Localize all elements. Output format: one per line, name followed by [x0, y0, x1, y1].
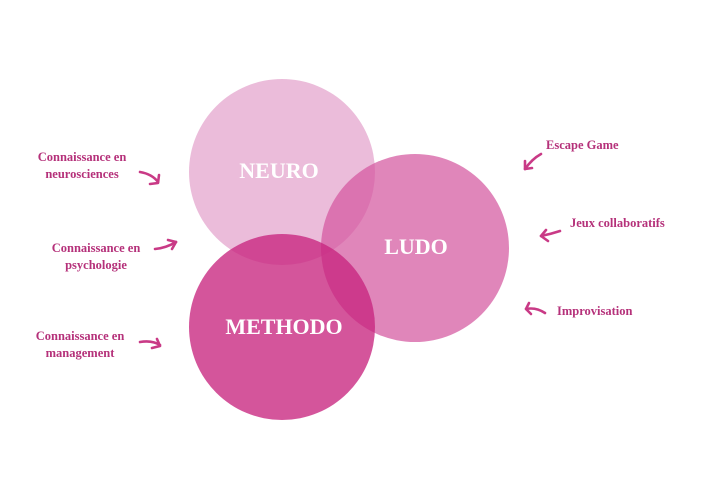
label-neurosciences-line1: Connaissance en — [38, 150, 127, 164]
label-escape-game: Escape Game — [546, 138, 619, 152]
ludo-title: LUDO — [384, 234, 448, 259]
label-improvisation: Improvisation — [557, 304, 633, 318]
label-psychologie-line2: psychologie — [65, 258, 127, 272]
label-neurosciences-line2: neurosciences — [45, 167, 119, 181]
methodo-title: METHODO — [225, 314, 342, 339]
arrow-neurosciences-icon — [138, 170, 161, 186]
arrow-psychologie-icon — [153, 238, 178, 251]
label-psychologie-line1: Connaissance en — [52, 241, 141, 255]
label-jeux-collaboratifs: Jeux collaboratifs — [570, 216, 665, 230]
arrow-management-icon — [138, 337, 162, 350]
arrow-jeux-collaboratifs-icon — [539, 228, 562, 243]
neuro-title: NEURO — [239, 158, 318, 183]
methodo-circle — [189, 234, 375, 420]
label-management-line1: Connaissance en — [36, 329, 125, 343]
arrow-improvisation-icon — [524, 301, 547, 316]
label-management-line2: management — [46, 346, 116, 360]
arrow-escape-game-icon — [523, 152, 543, 171]
